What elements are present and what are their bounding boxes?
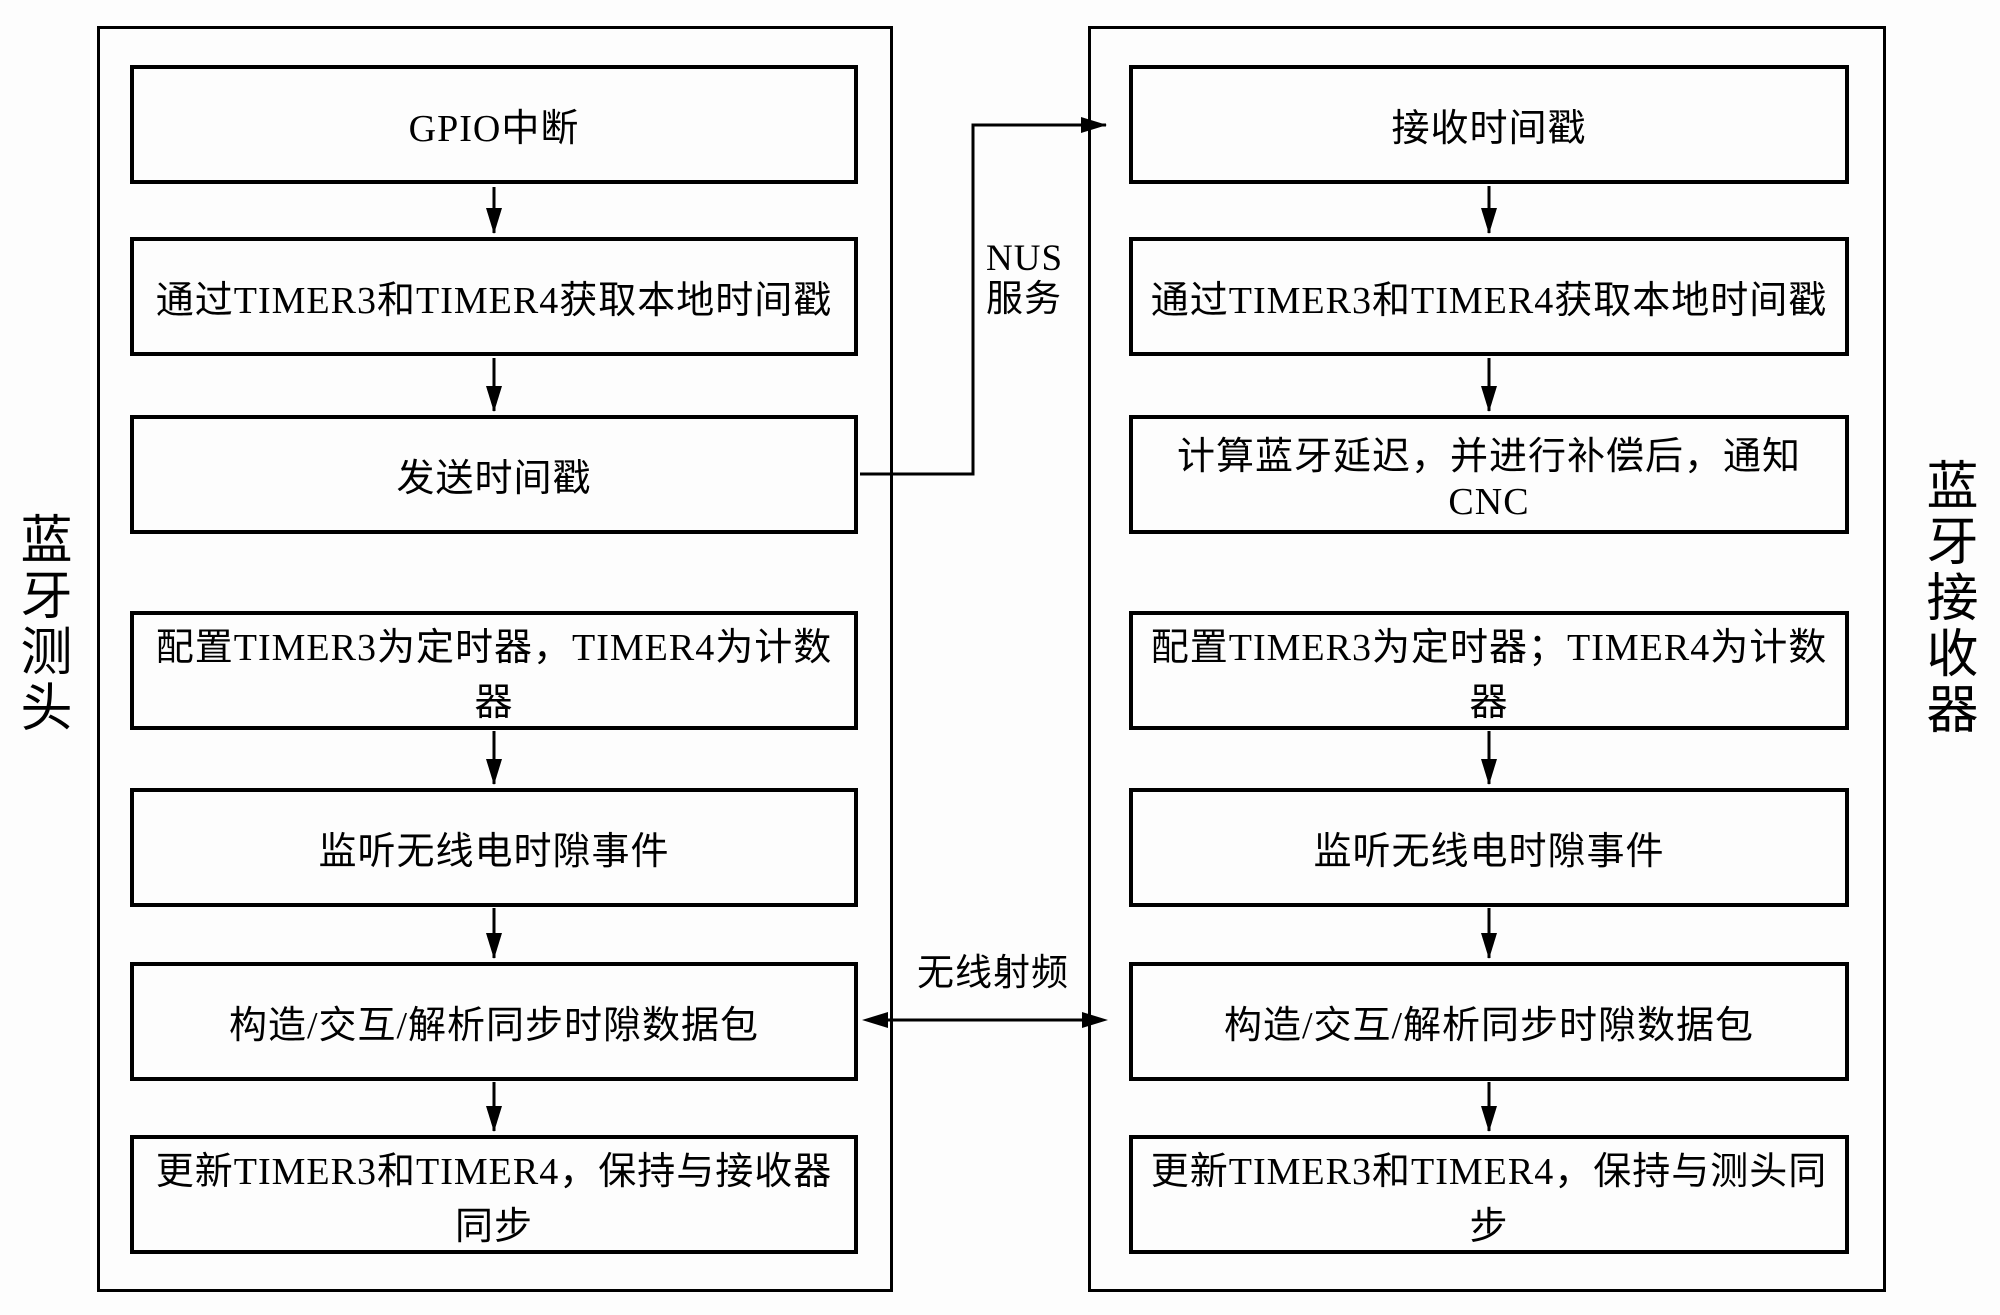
rf-label: 无线射频: [917, 953, 1069, 994]
nus-service-label: NUS 服务: [986, 238, 1064, 321]
right-step-2-get-local-timestamp: 通过TIMER3和TIMER4获取本地时间戳: [1129, 237, 1849, 356]
left-step-6-sync-slot-packet: 构造/交互/解析同步时隙数据包: [130, 962, 858, 1081]
left-step-1-gpio-interrupt: GPIO中断: [130, 65, 858, 184]
rf-arrowhead-left: [862, 1012, 888, 1028]
right-step-6-sync-slot-packet: 构造/交互/解析同步时隙数据包: [1129, 962, 1849, 1081]
left-step-2-get-local-timestamp: 通过TIMER3和TIMER4获取本地时间戳: [130, 237, 858, 356]
left-step-4-configure-timers: 配置TIMER3为定时器，TIMER4为计数器: [130, 611, 858, 730]
right-step-1-receive-timestamp: 接收时间戳: [1129, 65, 1849, 184]
right-panel-border: [1088, 26, 1886, 1292]
left-step-7-update-timers: 更新TIMER3和TIMER4，保持与接收器同步: [130, 1135, 858, 1254]
right-step-7-update-timers: 更新TIMER3和TIMER4，保持与测头同步: [1129, 1135, 1849, 1254]
right-side-label: 蓝牙接收器: [1918, 458, 1975, 738]
right-step-4-configure-timers: 配置TIMER3为定时器；TIMER4为计数器: [1129, 611, 1849, 730]
right-step-3-compute-delay-notify-cnc: 计算蓝牙延迟，并进行补偿后，通知CNC: [1129, 415, 1849, 534]
left-step-5-listen-radio-slot: 监听无线电时隙事件: [130, 788, 858, 907]
left-step-3-send-timestamp: 发送时间戳: [130, 415, 858, 534]
left-panel-border: [97, 26, 893, 1292]
left-side-label: 蓝牙测头: [12, 512, 69, 736]
nus-connector-arrow: [860, 117, 1107, 476]
right-step-5-listen-radio-slot: 监听无线电时隙事件: [1129, 788, 1849, 907]
rf-double-arrow: [862, 1012, 1108, 1028]
